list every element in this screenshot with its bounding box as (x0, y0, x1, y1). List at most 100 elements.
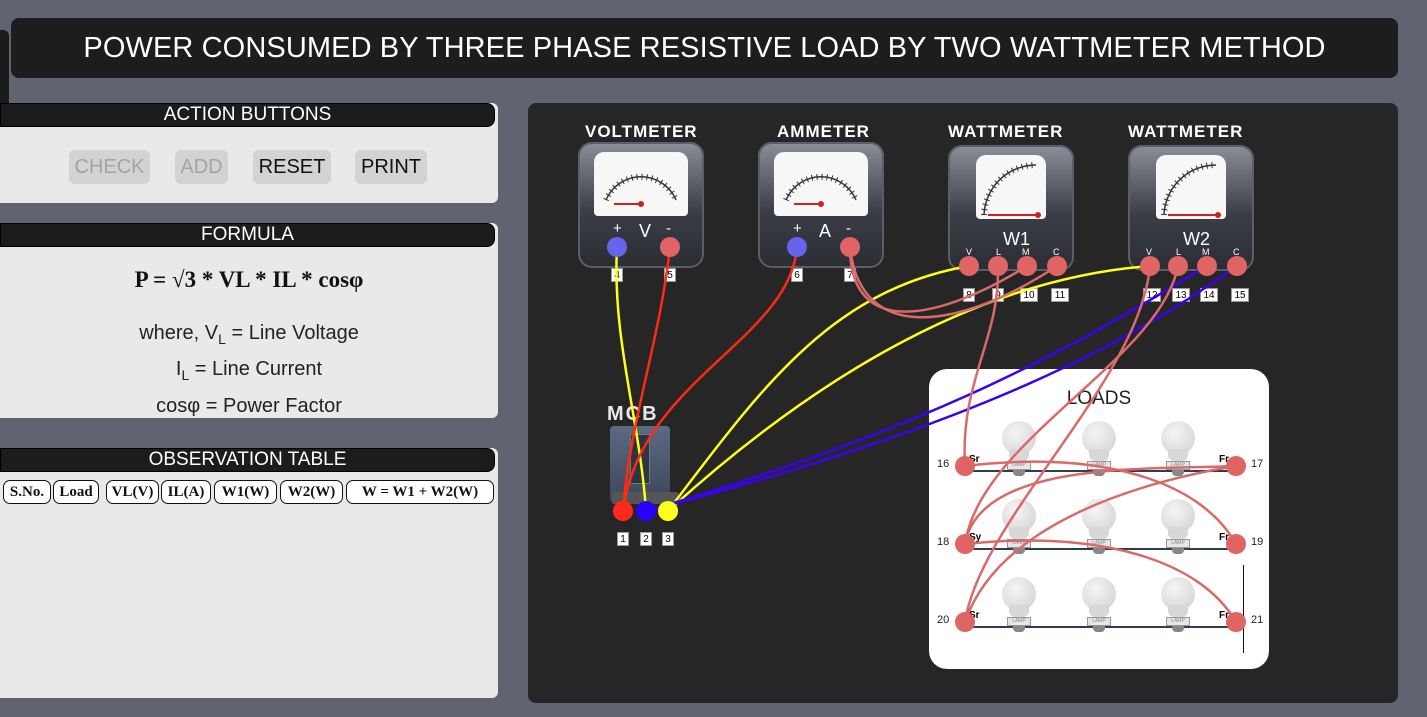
col-load: Load (53, 480, 99, 504)
lamp-cap-label: LAMP (1166, 539, 1190, 548)
formula-il-line: IL = Line Current (0, 358, 498, 383)
action-buttons-heading: ACTION BUTTONS (0, 103, 495, 127)
mcb-switch-icon (630, 434, 650, 484)
lamp-r3-c1: LAMP (1001, 577, 1037, 632)
lamp-r3-c3: LAMP (1160, 577, 1196, 632)
lamp-r2-c1: LAMP (1001, 499, 1037, 554)
formula-where-line: where, VL = Line Voltage (0, 322, 498, 347)
lamp-base (1172, 470, 1184, 476)
w2-term-v: V (1146, 247, 1153, 257)
terminal-num-9: 9 (992, 288, 1004, 302)
lamp-cap-label: LAMP (1007, 539, 1031, 548)
ammeter-label: AMMETER (777, 122, 870, 141)
side-tab-handle[interactable] (0, 30, 9, 148)
loads-panel: LOADS Sr Sy Sr Fr Fr Fr LAMP LAMP LAMP L… (929, 369, 1269, 669)
lamp-r1-c1: LAMP (1001, 421, 1037, 476)
w2-term-c: C (1233, 247, 1240, 257)
row1-right-label: Fr (1219, 454, 1229, 465)
lamp-cap-label: LAMP (1087, 461, 1111, 470)
wattmeter1-symbol: W1 (1003, 229, 1030, 249)
terminal-num-3: 3 (662, 532, 674, 546)
row3-right-label: Fr (1219, 610, 1229, 621)
terminal-num-18: 18 (937, 536, 950, 548)
lamp-r2-c2: LAMP (1081, 499, 1117, 554)
lamp-cap-label: LAMP (1087, 617, 1111, 626)
il-sub: L (181, 367, 190, 383)
terminal-num-8: 8 (963, 288, 975, 302)
w1-term-m: M (1022, 247, 1030, 257)
lamp-r1-c3: LAMP (1160, 421, 1196, 476)
reset-button[interactable]: RESET (253, 150, 331, 184)
lamp-cap-label: LAMP (1166, 617, 1190, 626)
lamp-neck (1009, 527, 1029, 539)
formula-heading: FORMULA (0, 223, 495, 247)
terminal-num-6: 6 (791, 268, 803, 282)
wattmeter2-scale-icon (1161, 162, 1221, 218)
observation-panel: OBSERVATION TABLE S.No. Load VL(V) IL(A)… (0, 448, 498, 698)
voltmeter-dial (594, 152, 688, 216)
terminal-num-14: 14 (1200, 288, 1218, 302)
row2-right-label: Fr (1219, 532, 1229, 543)
formula-pf-line: cosφ = Power Factor (156, 395, 342, 417)
lamp-r1-c2: LAMP (1081, 421, 1117, 476)
ammeter-dial (774, 152, 868, 216)
terminal-num-15: 15 (1231, 288, 1249, 302)
lamp-cap-label: LAMP (1166, 461, 1190, 470)
mcb-label: MCB (607, 403, 659, 425)
row2-left-label: Sy (969, 532, 982, 543)
lamp-base (1093, 470, 1105, 476)
terminal-num-16: 16 (937, 458, 950, 470)
lamp-neck (1009, 605, 1029, 617)
col-w1: W1(W) (214, 480, 277, 504)
col-sno: S.No. (3, 480, 51, 504)
lamp-cap-label: LAMP (1007, 617, 1031, 626)
observation-heading: OBSERVATION TABLE (0, 448, 495, 472)
wattmeter2-symbol: W2 (1183, 229, 1210, 249)
lamp-base (1172, 548, 1184, 554)
lamp-cap-label: LAMP (1087, 539, 1111, 548)
print-button[interactable]: PRINT (355, 150, 427, 184)
mcb-breaker[interactable] (610, 426, 670, 502)
wattmeter1-dial (976, 155, 1046, 219)
col-w2: W2(W) (280, 480, 343, 504)
terminal-num-1: 1 (617, 532, 629, 546)
check-button[interactable]: CHECK (69, 150, 150, 184)
loads-title: LOADS (1066, 388, 1132, 409)
voltmeter-symbol: V (639, 221, 652, 241)
lamp-r2-c3: LAMP (1160, 499, 1196, 554)
ammeter-symbol: A (819, 221, 832, 241)
col-total: W = W1 + W2(W) (346, 480, 494, 504)
where-prefix: where, V (139, 322, 219, 344)
il-suffix: = Line Current (189, 358, 323, 380)
w2-term-l: L (1176, 247, 1182, 257)
lamp-neck (1168, 449, 1188, 461)
lamp-base (1013, 470, 1025, 476)
row3-left-label: Sr (969, 610, 980, 621)
terminal-num-20: 20 (937, 614, 950, 626)
formula-panel: FORMULA P = √3 * VL * IL * cosφ where, V… (0, 223, 498, 418)
w2-term-m: M (1202, 247, 1210, 257)
terminal-num-11: 11 (1051, 288, 1069, 302)
wattmeter1-scale-icon (981, 162, 1041, 218)
terminal-num-13: 13 (1172, 288, 1190, 302)
lamp-base (1013, 626, 1025, 632)
lamp-base (1093, 626, 1105, 632)
ammeter (758, 142, 884, 268)
mcb-base (612, 492, 678, 504)
terminal-num-17: 17 (1251, 458, 1264, 470)
ammeter-minus: - (846, 220, 851, 237)
w1-term-c: C (1053, 247, 1060, 257)
add-button[interactable]: ADD (175, 150, 228, 184)
lamp-base (1172, 626, 1184, 632)
lamp-neck (1089, 449, 1109, 461)
lamp-neck (1168, 605, 1188, 617)
voltmeter-scale-icon (603, 173, 679, 207)
loads-side-line (1243, 565, 1244, 653)
col-il: IL(A) (161, 480, 211, 504)
terminal-num-10: 10 (1020, 288, 1038, 302)
terminal-num-7: 7 (844, 268, 856, 282)
where-sub: L (218, 331, 226, 347)
ammeter-scale-icon (783, 173, 859, 207)
il-prefix: I (175, 358, 182, 380)
w1-term-l: L (996, 247, 1002, 257)
